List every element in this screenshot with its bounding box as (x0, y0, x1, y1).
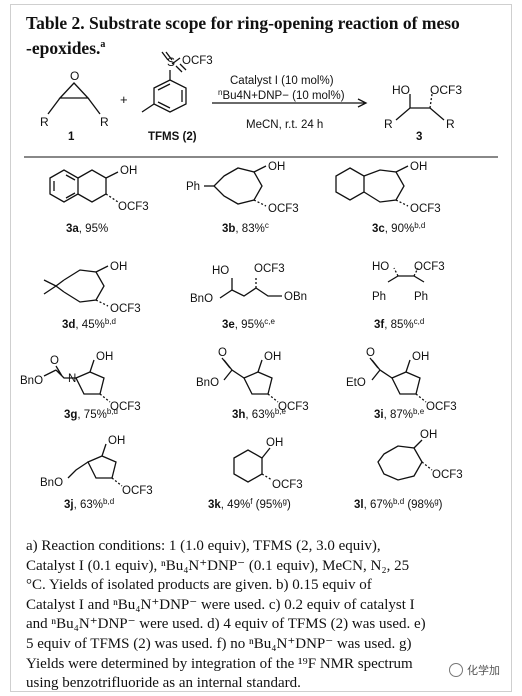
3h-o: O (218, 347, 227, 359)
3g-ocf3: OCF3 (110, 401, 141, 413)
3k-ocf3: OCF3 (272, 479, 303, 491)
product-r-right: R (446, 117, 455, 131)
3f-ph-left: Ph (372, 291, 386, 303)
solvent-condition: MeCN, r.t. 24 h (246, 119, 323, 131)
product-caption-3e: 3e, 95%c,e (222, 317, 275, 332)
3c-ocf3: OCF3 (410, 203, 441, 215)
substrate-label: 1 (68, 131, 75, 143)
3f-ho: HO (372, 261, 389, 273)
product-caption-3i: 3i, 87%b,e (374, 407, 425, 422)
scheme-r-right: R (100, 115, 109, 129)
3b-ocf3: OCF3 (268, 203, 299, 215)
title-sup: a (100, 39, 106, 50)
title-line-1: Table 2. Substrate scope for ring-openin… (26, 13, 460, 33)
product-caption-3h: 3h, 63%b,e (232, 407, 287, 422)
footnote-line: Yields were determined by integration of… (26, 655, 413, 672)
3h-bno: BnO (196, 377, 219, 389)
product-caption-3g: 3g, 75%b,d (64, 407, 118, 422)
reaction-scheme-and-products: R R O 1 + S OCF3 TFMS (2) Catalyst I (10… (20, 51, 498, 512)
3i-eto: EtO (346, 377, 366, 389)
3h-oh: OH (264, 351, 281, 363)
3g-n: N (68, 373, 76, 385)
3b-ph: Ph (186, 181, 200, 193)
3j-oh: OH (108, 435, 125, 447)
3j-ocf3: OCF3 (122, 485, 153, 497)
title-line-2-text: -epoxides. (26, 37, 101, 58)
product-caption-3d: 3d, 45%b,d (62, 317, 116, 332)
product-caption-3f: 3f, 85%c,d (374, 317, 424, 332)
product-caption-3l: 3l, 67%b,d (98%g) (354, 497, 443, 512)
watermark-logo-icon (449, 663, 463, 677)
product-caption-3c: 3c, 90%b,d (372, 221, 425, 236)
3j-bno: BnO (40, 477, 63, 489)
3a-ocf3: OCF3 (118, 201, 149, 213)
3g-o: O (50, 355, 59, 367)
title-line-2: -epoxides.a (26, 34, 496, 59)
3c-oh: OH (410, 161, 427, 173)
table-title: Table 2. Substrate scope for ring-openin… (26, 12, 496, 59)
3h-ocf3: OCF3 (278, 401, 309, 413)
footnote-line: 5 equiv of TFMS (2) was used. f) no ⁿBu₄… (26, 635, 412, 652)
3g-bno: BnO (20, 375, 43, 387)
3a-oh: OH (120, 165, 137, 177)
scheme-r-left: R (40, 115, 49, 129)
footnotes: a) Reaction conditions: 1 (1.0 equiv), T… (26, 537, 496, 694)
additive-condition: nBu4N+DNP− (10 mol%) (218, 88, 345, 103)
tfms-ocf3: OCF3 (182, 55, 213, 67)
footnote-line: using benzotrifluoride as an internal st… (26, 675, 301, 692)
3k-oh: OH (266, 437, 283, 449)
epoxide-o: O (70, 69, 79, 83)
3i-o: O (366, 347, 375, 359)
footnote-line: a) Reaction conditions: 1 (1.0 equiv), T… (26, 538, 381, 554)
product-ho: HO (392, 83, 410, 97)
product-caption-3j: 3j, 63%b,d (64, 497, 114, 512)
plus-sign: + (120, 92, 128, 107)
3l-oh: OH (420, 429, 437, 441)
3e-obn: OBn (284, 291, 307, 303)
3f-ph-right: Ph (414, 291, 428, 303)
table-frame (10, 4, 512, 692)
watermark: 化学加 (449, 662, 500, 678)
footnote-line: and ⁿBu₄N⁺DNP⁻ were used. d) 4 equiv of … (26, 616, 426, 633)
product-r-left: R (384, 117, 393, 131)
sulfur: S (167, 55, 175, 69)
footnote-line: Catalyst I (0.1 equiv), ⁿBu₄N⁺DNP⁻ (0.1 … (26, 557, 410, 574)
footnote-line: °C. Yields of isolated products are give… (26, 577, 372, 594)
product-label: 3 (416, 131, 422, 143)
3f-ocf3: OCF3 (414, 261, 445, 273)
catalyst-condition: Catalyst I (10 mol%) (230, 75, 334, 87)
3i-ocf3: OCF3 (426, 401, 457, 413)
footnote-line: Catalyst I and ⁿBu₄N⁺DNP⁻ were used. c) … (26, 596, 415, 613)
3d-ocf3: OCF3 (110, 303, 141, 315)
reagent-label: TFMS (2) (148, 131, 197, 143)
product-caption-3a: 3a, 95% (66, 223, 108, 235)
3e-ho: HO (212, 265, 229, 277)
3e-ocf3: OCF3 (254, 263, 285, 275)
watermark-text: 化学加 (467, 664, 500, 677)
3g-oh: OH (96, 351, 113, 363)
product-ocf3: OCF3 (430, 83, 462, 97)
3b-oh: OH (268, 161, 285, 173)
product-caption-3k: 3k, 49%f (95%g) (208, 497, 291, 512)
3i-oh: OH (412, 351, 429, 363)
3e-bno: BnO (190, 293, 213, 305)
3d-oh: OH (110, 261, 127, 273)
product-caption-3b: 3b, 83%c (222, 221, 269, 236)
3l-ocf3: OCF3 (432, 469, 463, 481)
